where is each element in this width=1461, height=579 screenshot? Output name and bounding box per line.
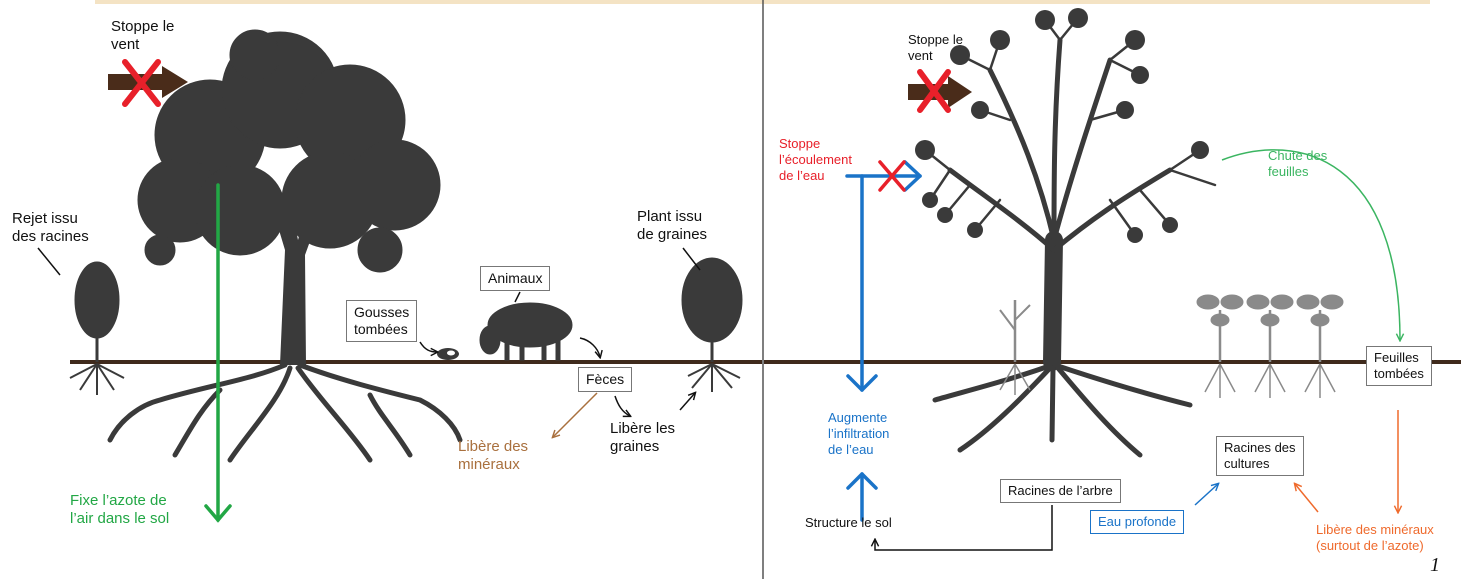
seedling-tree-left [682,258,742,392]
wind-label-left: Stoppe le vent [111,18,174,54]
fallen-leaves-box: Feuilles tombées [1366,346,1432,386]
pointer-seedling [683,248,700,270]
runoff-label: Stoppe l’écoulement de l’eau [779,136,852,184]
arrow-deep-water-to-crops [1195,484,1218,505]
seedling-label: Plant issu de graines [637,208,707,244]
arrow-pod-to-sheep [420,342,437,352]
nitrogen-label: Fixe l’azote de l’air dans le sol [70,492,169,528]
sapling-left [70,262,124,395]
infiltration-label: Augmente l’infiltration de l’eau [828,410,889,458]
soil-structure-label: Structure le sol [805,515,892,531]
arrow-feces-to-minerals [553,393,597,437]
water-runoff-arrow [847,162,920,520]
deep-water-box: Eau profonde [1090,510,1184,534]
pointer-animals [515,292,520,302]
sheep-silhouette [480,303,572,360]
page-number: 1 [1430,554,1440,577]
feces-box: Fèces [578,367,632,392]
tree-roots-box: Racines de l’arbre [1000,479,1121,503]
seeds-label: Libère les graines [610,420,675,456]
pods-box: Gousses tombées [346,300,417,342]
wind-label-right: Stoppe le vent [908,32,963,64]
connector-roots-to-soil [875,505,1052,550]
wind-arrow-right [908,72,972,110]
fallen-pod [437,348,459,360]
pointer-sucker [38,248,60,275]
tree-right [925,18,1215,455]
minerals-label: Libère des minéraux [458,438,528,474]
arrow-sheep-to-feces [580,338,600,357]
arrow-minerals-to-crops [1295,484,1318,512]
arrow-feces-to-seeds [615,396,630,416]
crop-roots-box: Racines des cultures [1216,436,1304,476]
arrow-seeds-to-seedling [680,393,695,410]
animals-box: Animaux [480,266,550,291]
leaf-fall-label: Chute des feuilles [1268,148,1327,180]
sucker-label: Rejet issu des racines [12,210,89,246]
minerals-nitrogen-label: Libère des minéraux (surtout de l’azote) [1316,522,1434,554]
